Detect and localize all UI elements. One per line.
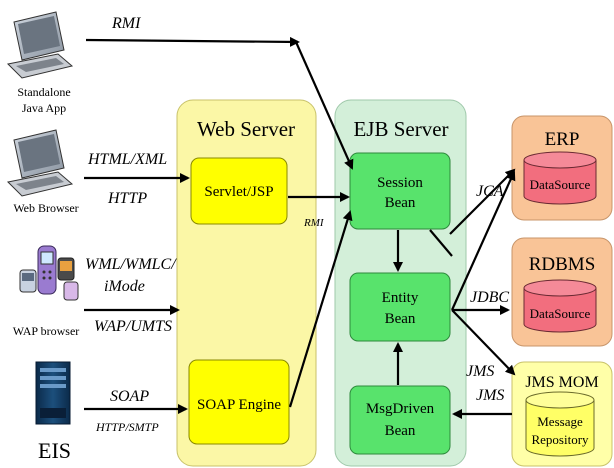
arrow-session-to-erp [449, 168, 516, 235]
erp-datasource-label: DataSource [530, 177, 591, 192]
eis-label: EIS [38, 438, 71, 463]
http-label: HTTP [107, 190, 147, 207]
jms-label-2: JMS [476, 387, 504, 404]
arrow-rmi-standalone [85, 36, 300, 47]
erp-datasource-cylinder: DataSource [523, 151, 597, 205]
standalone-label-2: Java App [22, 101, 66, 115]
web-server-title: Web Server [197, 117, 295, 141]
arrow-soap-to-session [288, 210, 353, 408]
session-bean-box [349, 152, 451, 230]
wap-browser-label: WAP browser [13, 324, 80, 338]
message-repository-label-1: Message [537, 414, 583, 429]
session-bean-label-1: Session [377, 175, 423, 191]
server-tower-icon [35, 361, 71, 425]
soap-engine-label: SOAP Engine [197, 397, 281, 413]
http-smtp-label: HTTP/SMTP [95, 420, 159, 434]
session-bean-label-2: Bean [385, 195, 416, 211]
msgdriven-bean-label-1: MsgDriven [366, 401, 435, 417]
rmi-small-label: RMI [303, 217, 325, 229]
message-repository-label-2: Repository [531, 432, 589, 447]
wap-umts-label: WAP/UMTS [94, 318, 172, 335]
entity-bean-box [349, 272, 451, 342]
wml-label-1: WML/WMLC/ [85, 256, 177, 273]
soap-label: SOAP [110, 388, 149, 405]
soap-engine-box [188, 359, 290, 445]
jdbc-label: JDBC [470, 289, 509, 306]
servlet-jsp-label: Servlet/JSP [204, 184, 273, 200]
line-session-to-entity-diag [429, 229, 453, 257]
laptop-icon [6, 11, 74, 79]
rdbms-datasource-cylinder: DataSource [523, 279, 597, 333]
jms-mom-title: JMS MOM [525, 374, 598, 391]
ejb-server-title: EJB Server [353, 117, 448, 141]
entity-bean-label-1: Entity [382, 290, 419, 306]
rdbms-datasource-label: DataSource [530, 306, 591, 321]
rdbms-title: RDBMS [529, 254, 596, 275]
message-repository-cylinder: Message Repository [525, 391, 595, 457]
arrow-entity-to-jms [451, 309, 516, 376]
arrow-entity-to-erp [450, 170, 516, 311]
html-xml-label: HTML/XML [87, 151, 167, 168]
laptop-icon-web-browser [6, 129, 74, 197]
jms-label-1: JMS [466, 363, 494, 380]
erp-title: ERP [545, 129, 580, 150]
mobile-phone-icon [19, 245, 79, 301]
rmi-top-label: RMI [111, 15, 141, 32]
servlet-jsp-box [190, 157, 288, 225]
msgdriven-bean-box [349, 385, 451, 455]
msgdriven-bean-label-2: Bean [385, 423, 416, 439]
standalone-label-1: Standalone [17, 85, 70, 99]
web-browser-label: Web Browser [13, 201, 78, 215]
wml-label-2: iMode [104, 278, 145, 295]
entity-bean-label-2: Bean [385, 311, 416, 327]
arrow-standalone-to-session [294, 41, 354, 170]
